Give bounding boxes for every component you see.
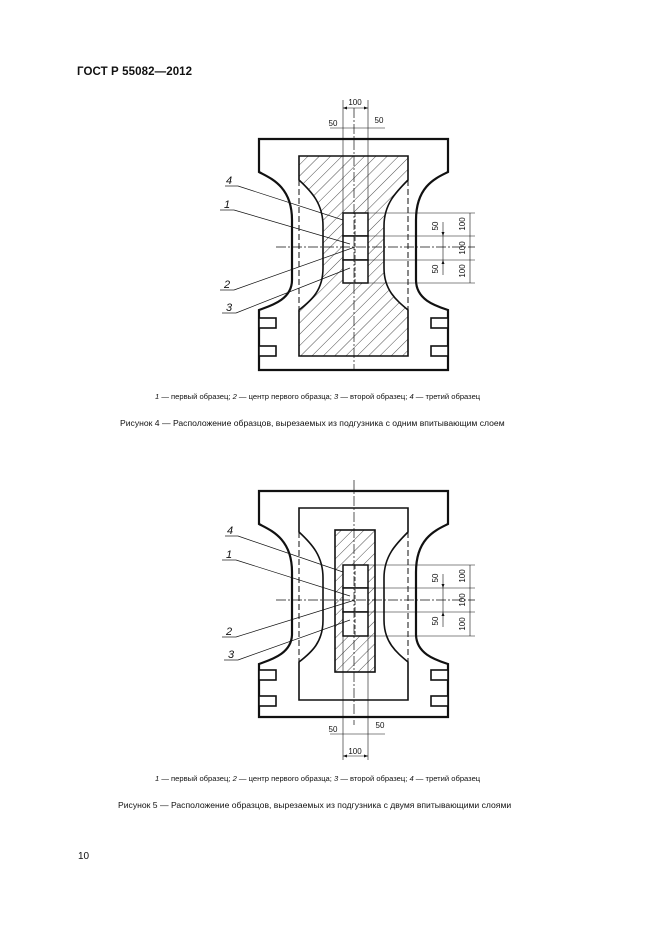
figure-4-caption: Рисунок 4 — Расположение образцов, вырез… <box>120 418 505 428</box>
dim-right-half-b: 50 <box>431 264 440 273</box>
label-1-2: 1 <box>226 549 232 561</box>
label-2: 2 <box>223 279 230 291</box>
label-3: 3 <box>226 302 233 314</box>
dim-right-d3-2: 100 <box>458 617 467 631</box>
dim-right-d3: 100 <box>458 264 467 278</box>
label-4-2: 4 <box>227 525 233 537</box>
document-code-header: ГОСТ Р 55082—2012 <box>77 66 193 78</box>
label-2-2: 2 <box>225 626 232 638</box>
dim-right-half-a: 50 <box>431 221 440 230</box>
page-number: 10 <box>78 851 90 862</box>
dim-right-half-a-2: 50 <box>431 573 440 582</box>
dim-right-d1: 100 <box>458 217 467 231</box>
tab-right-top <box>430 317 449 329</box>
dim-right-d2: 100 <box>458 241 467 255</box>
figure-4-legend: 1 — первый образец; 2 — центр первого об… <box>155 392 481 401</box>
sample-box-third-2 <box>342 564 369 589</box>
figure-5-legend: 1 — первый образец; 2 — центр первого об… <box>155 774 481 783</box>
tab-left-top-2 <box>258 669 277 681</box>
tab-right-bottom <box>430 345 449 357</box>
label-4: 4 <box>226 175 232 187</box>
tab-left-top <box>258 317 277 329</box>
dim-right-d2-2: 100 <box>458 593 467 607</box>
diaper-outline-2 <box>257 489 450 719</box>
label-3-2: 3 <box>228 649 235 661</box>
tab-right-top-2 <box>430 669 449 681</box>
dim-right-d1-2: 100 <box>458 569 467 583</box>
tab-left-bottom <box>258 345 277 357</box>
dim-bottom-right-half: 50 <box>376 721 385 730</box>
label-1: 1 <box>224 199 230 211</box>
sample-box-second-2 <box>342 611 369 637</box>
tab-right-bottom-2 <box>430 695 449 707</box>
tab-left-bottom-2 <box>258 695 277 707</box>
sample-box-second <box>342 259 369 284</box>
dim-top-right-half: 50 <box>375 116 384 125</box>
dim-top-left-half: 50 <box>329 119 338 128</box>
dim-top-total: 100 <box>348 98 362 107</box>
dim-bottom-total: 100 <box>348 747 362 756</box>
dim-right-half-b-2: 50 <box>431 616 440 625</box>
second-layer-outline <box>298 507 409 701</box>
dim-bottom-left-half: 50 <box>329 725 338 734</box>
figure-5-caption: Рисунок 5 — Расположение образцов, вырез… <box>118 800 512 810</box>
diaper-outline <box>257 137 450 372</box>
